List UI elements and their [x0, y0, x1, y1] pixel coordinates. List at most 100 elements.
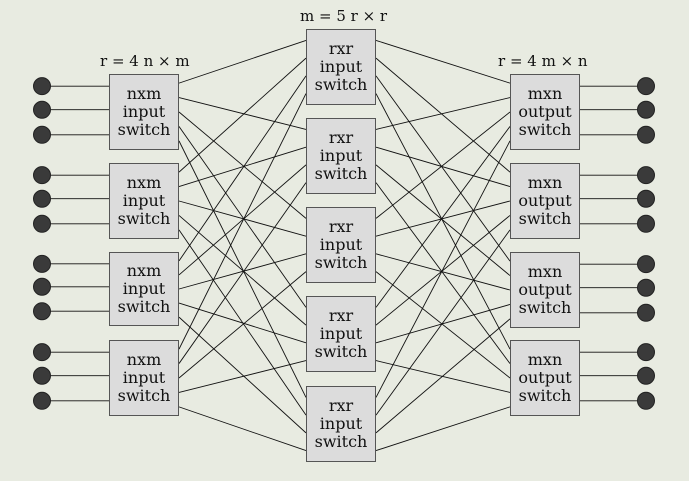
input-terminal-dot: [33, 302, 51, 321]
middle-output-link: [375, 360, 511, 393]
input-middle-link: [178, 93, 307, 350]
switch-line: input: [122, 368, 166, 387]
middle-output-link: [375, 111, 511, 219]
input-terminal-dot: [33, 100, 51, 119]
switch-line: input: [122, 279, 166, 298]
switch-line: mxn: [527, 350, 563, 369]
input-middle-link: [178, 97, 307, 130]
switch-line: output: [518, 102, 572, 121]
switch-line: input: [122, 102, 166, 121]
switch-line: output: [518, 280, 572, 299]
middle-output-link: [375, 57, 511, 173]
input-middle-link: [178, 253, 307, 290]
output-terminal-dot: [637, 77, 655, 96]
input-middle-link: [178, 164, 307, 276]
input-switch-3: nxm input switch: [109, 252, 179, 326]
input-middle-link: [178, 316, 307, 434]
middle-output-link: [375, 229, 511, 416]
input-middle-link: [178, 360, 307, 393]
switch-line: switch: [314, 253, 368, 272]
switch-line: mxn: [527, 173, 563, 192]
output-switch-2: mxn output switch: [510, 163, 580, 239]
switch-line: switch: [314, 342, 368, 361]
input-switch-4: nxm input switch: [109, 340, 179, 416]
switch-line: switch: [314, 432, 368, 451]
switch-line: nxm: [126, 173, 162, 192]
input-middle-link: [178, 406, 307, 452]
input-terminal-dot: [33, 77, 51, 96]
input-middle-link: [178, 146, 307, 187]
switch-line: input: [122, 191, 166, 210]
switch-line: output: [518, 191, 572, 210]
switch-line: input: [319, 235, 363, 254]
switch-line: switch: [314, 164, 368, 183]
output-terminal-dot: [637, 255, 655, 274]
output-switch-4: mxn output switch: [510, 340, 580, 416]
input-middle-link: [178, 75, 307, 262]
input-terminal-dot: [33, 214, 51, 233]
switch-line: rxr: [328, 128, 354, 147]
output-terminal-dot: [637, 214, 655, 233]
middle-switch-2: rxr input switch: [306, 118, 376, 194]
input-middle-link: [178, 271, 307, 379]
input-middle-link: [178, 111, 307, 219]
output-terminal-dot: [637, 366, 655, 385]
switch-line: switch: [117, 209, 171, 228]
switch-line: input: [319, 57, 363, 76]
middle-output-link: [375, 39, 511, 84]
output-terminal-dot: [637, 100, 655, 119]
output-switch-3: mxn output switch: [510, 252, 580, 328]
middle-output-link: [375, 215, 511, 326]
switch-line: output: [518, 368, 572, 387]
middle-output-link: [375, 318, 511, 434]
input-middle-link: [178, 182, 307, 364]
input-switch-2: nxm input switch: [109, 163, 179, 239]
switch-line: switch: [518, 209, 572, 228]
middle-output-link: [375, 93, 511, 350]
middle-output-link: [375, 271, 511, 379]
output-terminal-dot: [637, 189, 655, 208]
switch-line: switch: [518, 120, 572, 139]
switch-line: switch: [314, 75, 368, 94]
switch-line: mxn: [527, 262, 563, 281]
input-switch-1: nxm input switch: [109, 74, 179, 150]
switch-line: rxr: [328, 396, 354, 415]
switch-line: input: [319, 324, 363, 343]
switch-line: mxn: [527, 84, 563, 103]
input-middle-link: [178, 200, 307, 237]
output-terminal-dot: [637, 391, 655, 410]
middle-output-link: [375, 75, 511, 262]
switch-line: input: [319, 146, 363, 165]
input-middle-link: [178, 126, 307, 308]
output-terminal-dot: [637, 303, 655, 322]
switch-line: rxr: [328, 306, 354, 325]
input-terminal-dot: [33, 254, 51, 273]
middle-output-link: [375, 164, 511, 276]
output-terminal-dot: [637, 343, 655, 362]
switch-line: nxm: [126, 350, 162, 369]
input-middle-link: [178, 39, 307, 84]
middle-switch-5: rxr input switch: [306, 386, 376, 462]
middle-output-link: [375, 406, 511, 452]
switch-line: rxr: [328, 217, 354, 236]
middle-output-link: [375, 304, 511, 344]
middle-switch-1: rxr input switch: [306, 29, 376, 105]
switch-line: nxm: [126, 84, 162, 103]
input-terminal-dot: [33, 366, 51, 385]
middle-output-link: [375, 182, 511, 364]
switch-line: input: [319, 414, 363, 433]
input-terminal-dot: [33, 391, 51, 410]
input-terminal-dot: [33, 166, 51, 185]
middle-output-link: [375, 253, 511, 291]
output-terminal-dot: [637, 166, 655, 185]
middle-switch-4: rxr input switch: [306, 296, 376, 372]
input-terminal-dot: [33, 125, 51, 144]
switch-line: switch: [518, 298, 572, 317]
middle-output-link: [375, 140, 511, 398]
output-terminal-dot: [637, 278, 655, 297]
switch-line: rxr: [328, 39, 354, 58]
middle-output-link: [375, 126, 511, 308]
input-terminal-dot: [33, 343, 51, 362]
input-terminal-dot: [33, 189, 51, 208]
